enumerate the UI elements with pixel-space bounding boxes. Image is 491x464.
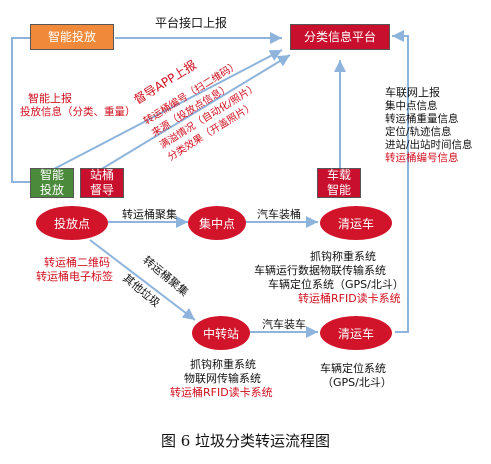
clean-truck-1-node: 清运车: [320, 206, 392, 240]
smart-dispose-box: 智能投放: [30, 24, 114, 50]
iov-line-4: 进站/出站时间信息: [385, 139, 473, 151]
platform-interface-label: 平台接口上报: [155, 16, 228, 30]
transfer-station-node: 中转站: [192, 316, 250, 350]
truck2-line-2: （GPS/北斗）: [322, 376, 392, 389]
truck1-line-2: 车辆运行数据物联传输系统: [254, 264, 386, 277]
clean-truck-2-label: 清运车: [337, 326, 374, 341]
truck2-line-1: 车辆定位系统: [320, 362, 386, 375]
vehicle-smart-line-2: 智能: [326, 183, 351, 197]
smart-dispose-label: 智能投放: [47, 29, 96, 44]
dispose-point-node: 投放点: [36, 206, 108, 240]
truck1-line-1: 抓钩称重系统: [310, 250, 376, 263]
smart-report-info: 投放信息（分类、重量）: [20, 106, 136, 118]
station-supervise-line-2: 督导: [89, 183, 114, 197]
collect-point-node: 集中点: [188, 206, 246, 240]
smart-report-label: 智能上报: [28, 92, 72, 105]
vehicle-smart-box: 车载 智能: [317, 168, 361, 198]
barrel-gather-label: 转运桶聚集: [122, 208, 177, 221]
station-line-2: 物联网传输系统: [184, 372, 261, 385]
smart-launch-line-2: 投放: [39, 183, 64, 197]
dispose-tag-1: 转运桶二维码: [44, 256, 110, 269]
dispose-point-label: 投放点: [53, 216, 90, 231]
smart-launch-line-1: 智能: [39, 168, 64, 182]
iov-line-3: 定位/轨迹信息: [385, 126, 452, 138]
iov-line-red: 转运桶编号信息: [385, 152, 459, 164]
truck-load-2-label: 汽车装车: [262, 318, 306, 331]
iov-line-2: 转运桶重量信息: [385, 113, 459, 125]
collect-point-label: 集中点: [198, 216, 235, 231]
truck-load-1-label: 汽车装桶: [257, 208, 301, 221]
station-line-1: 抓钩称重系统: [190, 358, 256, 371]
vehicle-smart-line-1: 车载: [326, 168, 351, 182]
clean-truck-2-node: 清运车: [320, 316, 392, 350]
smart-launch-box: 智能 投放: [30, 168, 74, 198]
transfer-station-label: 中转站: [202, 326, 239, 341]
station-supervise-line-1: 站桶: [89, 168, 114, 182]
platform-box: 分类信息平台: [290, 24, 390, 50]
iov-title: 车联网上报: [385, 86, 440, 99]
platform-label: 分类信息平台: [303, 29, 376, 44]
dispose-tag-2: 转运桶电子标签: [36, 270, 113, 283]
station-supervise-box: 站桶 督导: [80, 168, 124, 198]
figure-caption: 图 6 垃圾分类转运流程图: [160, 432, 331, 450]
station-line-red: 转运桶RFID读卡系统: [170, 386, 273, 399]
iov-line-1: 集中点信息: [385, 100, 438, 112]
clean-truck-1-label: 清运车: [337, 216, 374, 231]
truck1-line-3: 车辆定位系统（GPS/北斗）: [268, 278, 404, 291]
truck1-line-red: 转运桶RFID读卡系统: [298, 292, 401, 305]
